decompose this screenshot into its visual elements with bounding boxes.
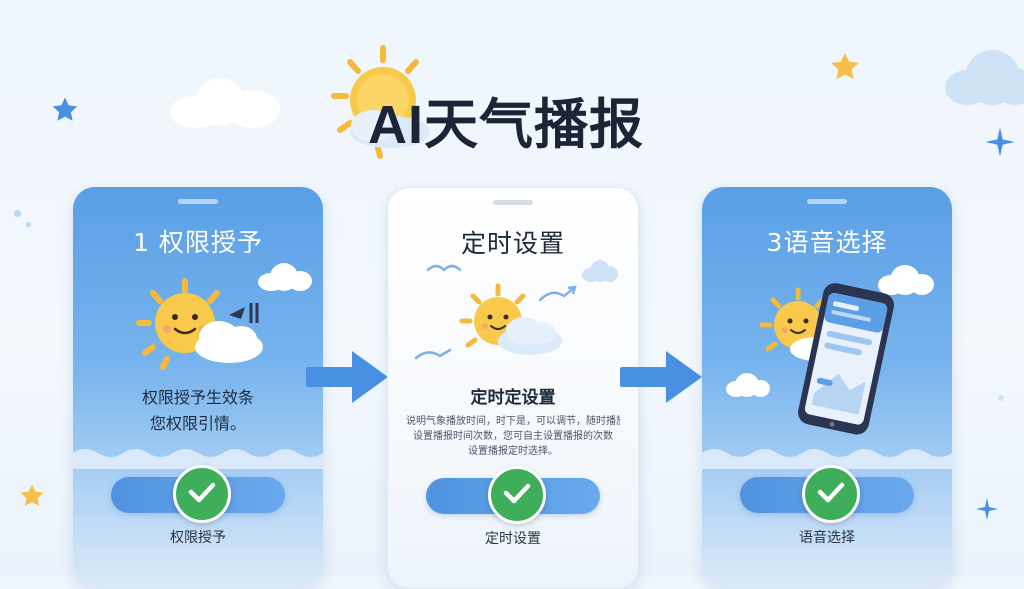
card-description: 权限授予生效条 您权限引情。 <box>73 385 323 437</box>
arrow-right-icon <box>306 351 388 403</box>
check-icon <box>173 465 231 523</box>
card-title: 1 权限授予 <box>133 228 263 257</box>
check-icon <box>802 465 860 523</box>
step-card-schedule[interactable]: 定时设置 定时定设置 说明气象播放时间，时下是，可以调节，随时播放 设置播报时间… <box>387 187 639 589</box>
card-text-line: 说明气象播放时间，时下是，可以调节，随时播放 <box>406 416 620 427</box>
cloud-icon <box>726 373 770 397</box>
bird-icon <box>538 285 577 302</box>
card-footer-label: 定时设置 <box>485 531 541 547</box>
card-subtitle: 定时定设置 <box>470 388 556 408</box>
card-title: 3语音选择 <box>766 228 888 257</box>
star-icon <box>976 498 998 520</box>
check-icon <box>488 466 546 524</box>
star-icon <box>20 484 44 507</box>
star-icon <box>831 52 859 80</box>
card-notch <box>178 199 218 204</box>
arrow-right-icon <box>620 351 702 403</box>
bird-icon <box>426 264 462 272</box>
phone-icon <box>798 283 894 435</box>
wave-divider <box>73 449 323 469</box>
cloud-icon <box>878 265 934 295</box>
title-ai: AI <box>368 95 424 155</box>
bird-icon <box>229 303 259 323</box>
card-text-line: 设置播报定时选择。 <box>468 446 558 457</box>
card-notch <box>493 200 533 205</box>
card-title: 定时设置 <box>460 229 565 258</box>
star-icon <box>52 97 78 121</box>
dot <box>26 222 31 227</box>
card-footer-label: 语音选择 <box>799 530 855 546</box>
card-notch <box>807 199 847 204</box>
title-text: 天气播报 <box>424 93 644 156</box>
step-card-voice[interactable]: 3语音选择 <box>702 187 952 587</box>
cloud-icon <box>945 50 1024 105</box>
bird-icon <box>414 348 452 360</box>
card-footer-label: 权限授予 <box>170 530 226 546</box>
dot <box>14 210 21 217</box>
card-text-line: 您权限引情。 <box>149 414 246 433</box>
card-text-line: 设置播报时间次数，您可自主设置播报的次数 <box>413 431 613 442</box>
wave-divider <box>702 449 952 469</box>
page-title: AI天气播报 <box>368 80 644 159</box>
card-text-line: 权限授予生效条 <box>141 388 254 407</box>
sun-icon <box>331 45 430 159</box>
dot <box>998 395 1004 401</box>
sun-icon <box>136 278 263 370</box>
sun-icon <box>459 283 562 355</box>
star-icon <box>985 127 1015 157</box>
cloud-icon <box>582 260 618 282</box>
card-description: 说明气象播放时间，时下是，可以调节，随时播放 设置播报时间次数，您可自主设置播报… <box>406 414 620 459</box>
cloud-icon <box>170 78 280 128</box>
cloud-icon <box>258 263 312 291</box>
step-card-permission[interactable]: 1 权限授予 权限授予生效条 您权限引情。 <box>73 187 323 587</box>
